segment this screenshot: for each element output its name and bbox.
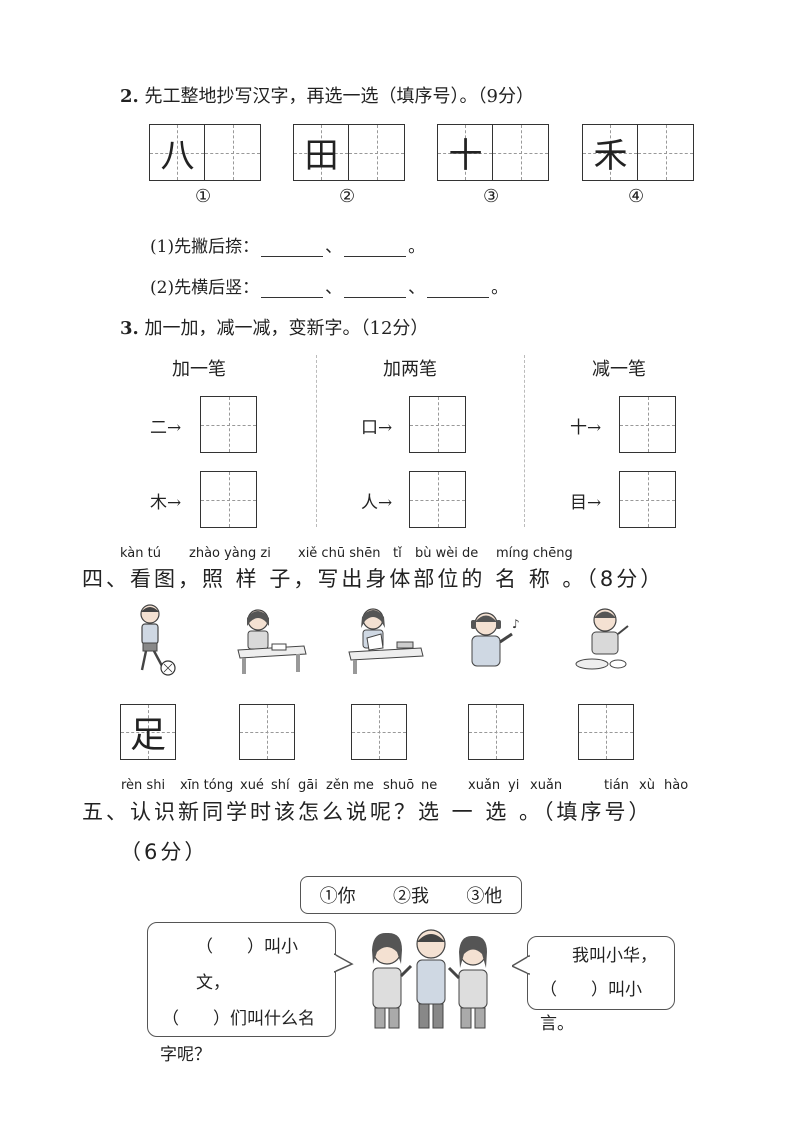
boy-eating-image bbox=[575, 608, 629, 670]
q2-char-4: 禾 bbox=[593, 136, 628, 176]
s5-option-2: ②我 bbox=[392, 886, 429, 907]
s5-pinyin-4: shí bbox=[271, 778, 290, 793]
q2-char-2: 田 bbox=[304, 136, 339, 176]
q2-sub2: (2)先横后竖： 、 、 。 bbox=[150, 273, 508, 298]
q3-divider-2 bbox=[524, 355, 525, 527]
q2-sub1-label: (1)先撇后捺： bbox=[150, 237, 260, 257]
s4-answer-box[interactable] bbox=[468, 704, 524, 760]
s4-answer-box[interactable] bbox=[351, 704, 407, 760]
q3-col1-head: 加一笔 bbox=[172, 359, 226, 380]
s4-pinyin-2: zhào yàng zi bbox=[189, 546, 271, 561]
q3-text: 加一加，减一减，变新字。（12分） bbox=[144, 318, 429, 339]
q3-answer-box[interactable] bbox=[409, 396, 466, 453]
q3-divider-1 bbox=[316, 355, 317, 527]
boy-listening-image: ♪ bbox=[471, 612, 520, 667]
q2-copy-box-2[interactable]: 田 bbox=[293, 124, 405, 181]
q3-col3-head: 减一笔 bbox=[592, 359, 646, 380]
girl-writing-image bbox=[237, 609, 307, 674]
s4-pinyin-4: tǐ bbox=[393, 546, 402, 561]
q3-col3-item1: 十→ bbox=[570, 418, 602, 438]
s4-pinyin-5: bù wèi de bbox=[415, 546, 479, 561]
s5-pinyin-14: hào bbox=[664, 778, 689, 793]
s5-pinyin-13: xù bbox=[639, 778, 655, 793]
q2-title: 2. 先工整地抄写汉字，再选一选（填序号）。（9分） bbox=[120, 82, 534, 108]
q2-sub1: (1)先撇后捺： 、 。 bbox=[150, 232, 425, 257]
q2-number: 2. bbox=[120, 86, 139, 107]
s5-left-line-1: （ ）叫小文， bbox=[196, 937, 298, 993]
s4-answer-box[interactable] bbox=[578, 704, 634, 760]
q2-sub2-blank-2[interactable] bbox=[344, 279, 407, 298]
q3-answer-box[interactable] bbox=[200, 471, 257, 528]
q3-answer-box[interactable] bbox=[619, 471, 676, 528]
s5-pinyin-9: xuǎn bbox=[468, 778, 501, 793]
q2-sub1-blank-2[interactable] bbox=[344, 238, 407, 257]
q2-sub2-sep2: 、 bbox=[408, 278, 426, 298]
s5-pinyin-7: shuō bbox=[383, 778, 415, 793]
s5-pinyin-2: xīn tóng bbox=[180, 778, 234, 793]
s5-pinyin-12: tián bbox=[604, 778, 629, 793]
s4-answer-box[interactable] bbox=[239, 704, 295, 760]
s5-right-line-1: 我叫小华， bbox=[572, 946, 657, 966]
left-bubble-tail bbox=[334, 953, 354, 973]
s4-example-box: 足 bbox=[120, 704, 176, 760]
q2-sub1-end: 。 bbox=[408, 237, 426, 257]
q2-char-3: 十 bbox=[448, 136, 483, 176]
q2-text: 先工整地抄写汉字，再选一选（填序号）。（9分） bbox=[144, 86, 534, 107]
s5-left-speech-bubble: （ ）叫小文， （ ）们叫什么名 字呢？ bbox=[147, 922, 336, 1065]
q2-sub2-blank-3[interactable] bbox=[427, 279, 490, 298]
q3-col1-item2: 木→ bbox=[150, 493, 182, 513]
q3-title: 3. 加一加，减一减，变新字。（12分） bbox=[120, 314, 428, 340]
s5-pinyin-3: xué bbox=[240, 778, 264, 793]
s5-right-speech-bubble: 我叫小华， （ ）叫小言。 bbox=[527, 936, 675, 1034]
q3-col2-head: 加两笔 bbox=[383, 359, 437, 380]
s5-left-line-3: 字呢？ bbox=[160, 1045, 211, 1065]
q3-col1-item1: 二→ bbox=[150, 418, 182, 438]
s4-example-char: 足 bbox=[129, 715, 166, 756]
q3-answer-box[interactable] bbox=[619, 396, 676, 453]
s5-option-3: ③他 bbox=[466, 886, 503, 907]
q3-number: 3. bbox=[120, 318, 139, 339]
q2-label-4: ④ bbox=[628, 186, 645, 207]
q3-col2-item1: 口→ bbox=[361, 418, 393, 438]
q2-copy-box-3[interactable]: 十 bbox=[437, 124, 549, 181]
q2-sub2-end: 。 bbox=[491, 278, 509, 298]
s4-pinyin-3: xiě chū shēn bbox=[298, 546, 381, 561]
s5-pinyin-1: rèn shi bbox=[121, 778, 166, 793]
girl-reading-image bbox=[348, 608, 424, 674]
q2-label-3: ③ bbox=[483, 186, 500, 207]
s5-title: 五、认识新同学时该怎么说呢？选 一 选 。（填序号） bbox=[82, 800, 653, 824]
s5-options-box: ①你 ②我 ③他 bbox=[300, 876, 522, 914]
s5-option-1: ①你 bbox=[319, 886, 356, 907]
s4-pinyin-6: míng chēng bbox=[496, 546, 573, 561]
q2-label-1: ① bbox=[195, 186, 212, 207]
s5-pinyin-6: zěn me bbox=[326, 778, 374, 793]
q2-sub2-sep1: 、 bbox=[325, 278, 343, 298]
q2-copy-box-1[interactable]: 八 bbox=[149, 124, 261, 181]
s5-pinyin-8: ne bbox=[421, 778, 438, 793]
q2-char-1: 八 bbox=[160, 136, 195, 176]
q2-label-2: ② bbox=[339, 186, 356, 207]
s4-title: 四、看图，照 样 子，写出身体部位的 名 称 。（8分） bbox=[82, 567, 665, 591]
q2-sub2-label: (2)先横后竖： bbox=[150, 278, 260, 298]
three-children-image bbox=[372, 929, 488, 1029]
q2-sub1-sep: 、 bbox=[325, 237, 343, 257]
q3-answer-box[interactable] bbox=[409, 471, 466, 528]
svg-text:♪: ♪ bbox=[512, 617, 520, 631]
s4-pinyin-1: kàn tú bbox=[120, 546, 161, 561]
q3-col2-item2: 人→ bbox=[361, 493, 393, 513]
s5-pinyin-5: gāi bbox=[298, 778, 318, 793]
s5-pinyin-11: xuǎn bbox=[530, 778, 563, 793]
right-bubble-tail bbox=[512, 954, 530, 976]
q2-sub2-blank-1[interactable] bbox=[261, 279, 324, 298]
s5-left-line-2: （ ）们叫什么名 bbox=[162, 1009, 315, 1029]
s5-score: （6分） bbox=[120, 840, 209, 864]
q3-col3-item2: 目→ bbox=[570, 493, 602, 513]
q2-sub1-blank-1[interactable] bbox=[261, 238, 324, 257]
s5-pinyin-10: yi bbox=[508, 778, 520, 793]
boy-kicking-ball-image bbox=[140, 604, 176, 676]
q2-copy-box-4[interactable]: 禾 bbox=[582, 124, 694, 181]
s5-right-line-2: （ ）叫小言。 bbox=[540, 980, 642, 1034]
q3-answer-box[interactable] bbox=[200, 396, 257, 453]
